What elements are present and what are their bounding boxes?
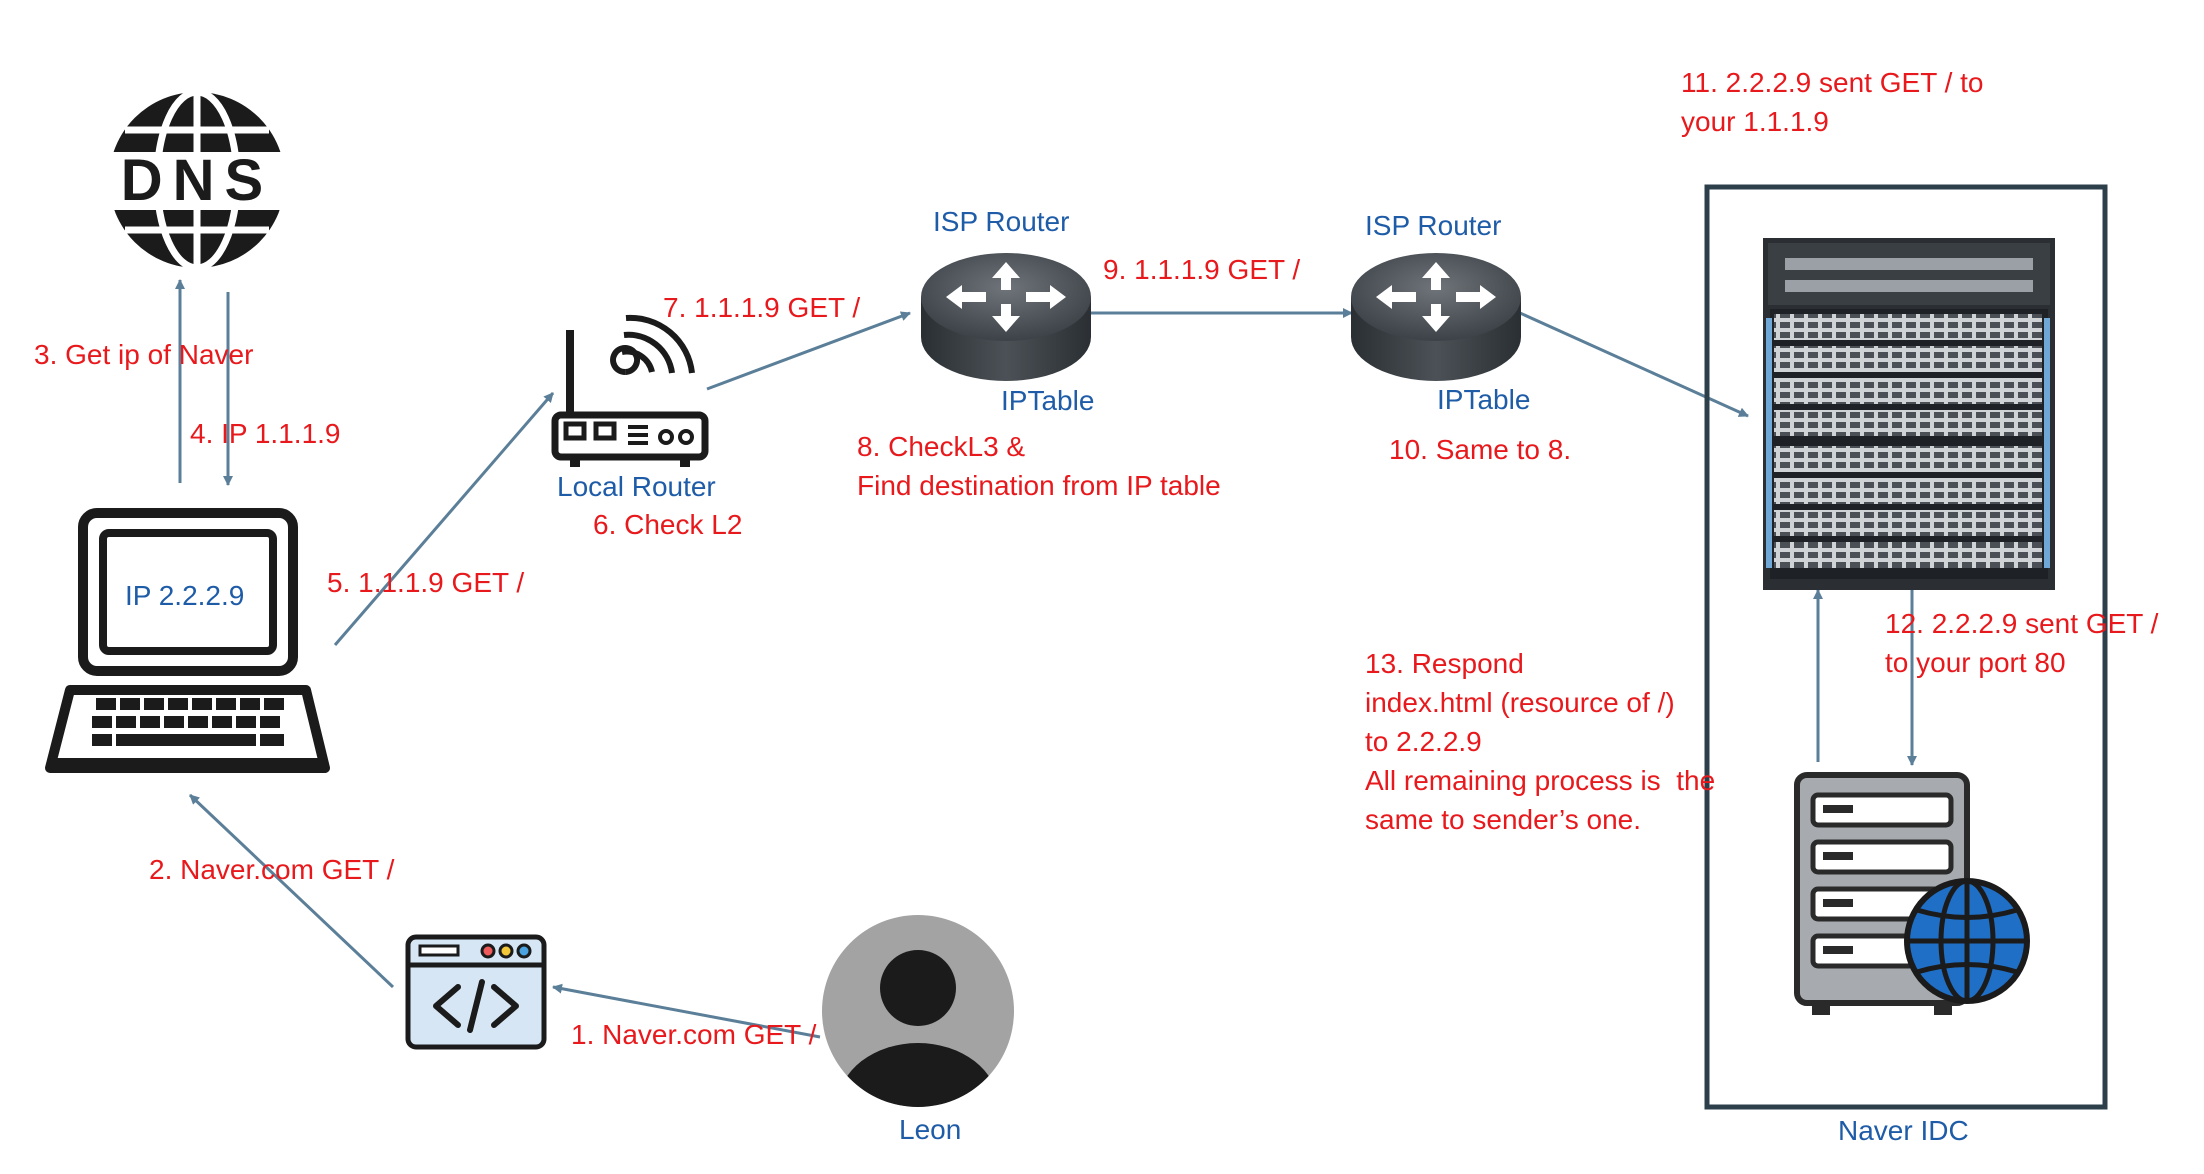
step-9-label: 9. 1.1.1.9 GET / (1103, 254, 1301, 285)
arrows (175, 279, 1917, 1039)
step-11-label: 11. 2.2.2.9 sent GET / to your 1.1.1.9 (1681, 67, 1984, 137)
isp-router-2-icon (1351, 253, 1521, 381)
step-4-label: 4. IP 1.1.1.9 (190, 418, 341, 449)
isp-router-1-icon (921, 253, 1091, 381)
server-rack-icon (1763, 238, 2055, 590)
step-5-label: 5. 1.1.1.9 GET / (327, 567, 525, 598)
isp-router-2-iptable-label: IPTable (1437, 384, 1531, 415)
local-router-label: Local Router (557, 471, 716, 502)
arrow-browser-to-laptop (188, 793, 395, 989)
isp-router-1-iptable-label: IPTable (1001, 385, 1095, 416)
web-server-icon (1794, 772, 2030, 1015)
step-7-label: 7. 1.1.1.9 GET / (663, 292, 861, 323)
step-13-label: 13. Respond index.html (resource of /) t… (1365, 648, 1716, 835)
dns-icon-text: DNS (121, 148, 273, 213)
step-2-label: 2. Naver.com GET / (149, 854, 395, 885)
arrow-laptop-to-local-router (333, 392, 555, 646)
isp-router-1-label: ISP Router (933, 206, 1070, 237)
step-10-label: 10. Same to 8. (1389, 434, 1572, 465)
laptop-ip-label: IP 2.2.2.9 (125, 580, 245, 611)
arrow-local-router-to-isp1 (706, 311, 911, 391)
step-12-label: 12. 2.2.2.9 sent GET / to your port 80 (1885, 608, 2159, 678)
step-6-label: 6. Check L2 (593, 509, 743, 540)
local-router-icon (551, 314, 709, 467)
arrow-isp2-to-server-rack (1519, 311, 1749, 418)
step-3-label: 3. Get ip of Naver (34, 339, 254, 370)
browser-code-icon (405, 934, 547, 1050)
idc-label: Naver IDC (1838, 1115, 1969, 1146)
dns-icon: DNS (101, 88, 293, 272)
laptop-icon (45, 508, 330, 773)
step-8-label: 8. CheckL3 & Find destination from IP ta… (857, 431, 1221, 501)
user-avatar-icon (822, 915, 1014, 1107)
arrow-user-to-browser (552, 983, 821, 1039)
step-1-label: 1. Naver.com GET / (571, 1019, 817, 1050)
isp-router-2-label: ISP Router (1365, 210, 1502, 241)
idc-box (1704, 184, 2108, 1110)
user-name-label: Leon (899, 1114, 962, 1145)
